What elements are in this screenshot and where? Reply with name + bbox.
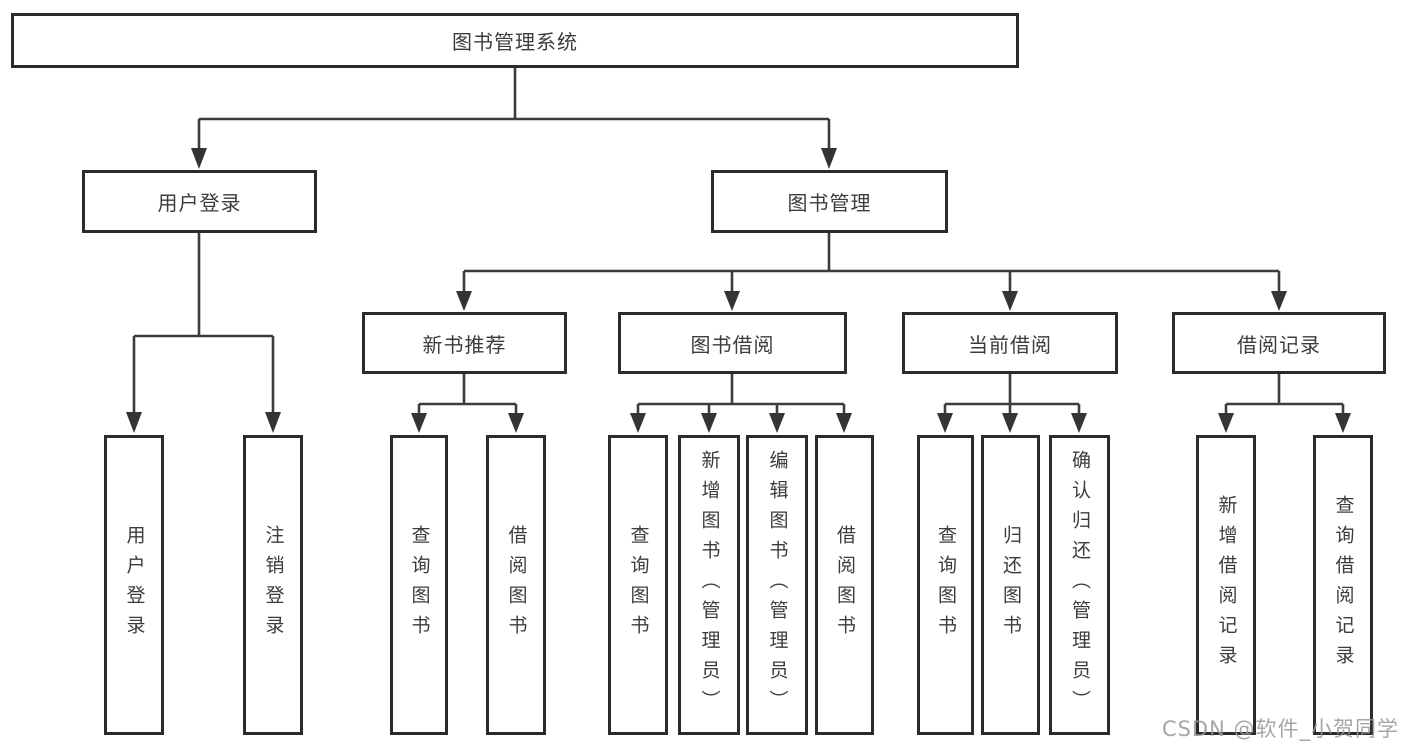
leaf-borrow-books-borrowing: 借阅图书 [815, 435, 874, 735]
leaf-confirm-return-admin-label: 确认归还（管理员） [1069, 450, 1091, 720]
leaf-borrow-books-recommendation-label: 借阅图书 [505, 525, 528, 645]
leaf-query-books-current: 查询图书 [917, 435, 974, 735]
arrowheads [126, 148, 1351, 433]
node-book-management: 图书管理 [711, 170, 948, 233]
csdn-watermark: CSDN @软件_小贺同学 [1161, 717, 1399, 741]
leaf-add-borrow-record-label: 新增借阅记录 [1215, 495, 1238, 675]
node-user-login: 用户登录 [82, 170, 317, 233]
leaf-logout-label: 注销登录 [262, 525, 285, 645]
leaf-add-books-admin-label: 新增图书（管理员） [698, 450, 721, 720]
leaf-borrow-books-borrowing-label: 借阅图书 [834, 525, 856, 645]
leaf-return-books: 归还图书 [981, 435, 1040, 735]
leaf-add-borrow-record: 新增借阅记录 [1196, 435, 1256, 735]
leaf-edit-books-admin-label: 编辑图书（管理员） [766, 450, 789, 720]
node-borrowing-records: 借阅记录 [1172, 312, 1386, 374]
leaf-add-books-admin: 新增图书（管理员） [678, 435, 740, 735]
leaf-borrow-books-recommendation: 借阅图书 [486, 435, 546, 735]
leaf-user-login-label: 用户登录 [123, 525, 146, 645]
leaf-user-login: 用户登录 [104, 435, 164, 735]
leaf-query-books-recommendation-label: 查询图书 [408, 525, 431, 645]
node-current-borrowing: 当前借阅 [902, 312, 1118, 374]
leaf-query-borrow-record-label: 查询借阅记录 [1332, 495, 1355, 675]
leaf-edit-books-admin: 编辑图书（管理员） [746, 435, 808, 735]
node-book-borrowing: 图书借阅 [618, 312, 847, 374]
leaf-query-books-borrowing: 查询图书 [608, 435, 668, 735]
leaf-confirm-return-admin: 确认归还（管理员） [1049, 435, 1110, 735]
leaf-query-books-borrowing-label: 查询图书 [627, 525, 650, 645]
leaf-query-borrow-record: 查询借阅记录 [1313, 435, 1373, 735]
leaf-query-books-recommendation: 查询图书 [390, 435, 448, 735]
leaf-query-books-current-label: 查询图书 [935, 525, 957, 645]
node-new-book-recommendation: 新书推荐 [362, 312, 567, 374]
leaf-logout: 注销登录 [243, 435, 303, 735]
leaf-return-books-label: 归还图书 [1000, 525, 1022, 645]
node-library-management-system: 图书管理系统 [11, 13, 1019, 68]
